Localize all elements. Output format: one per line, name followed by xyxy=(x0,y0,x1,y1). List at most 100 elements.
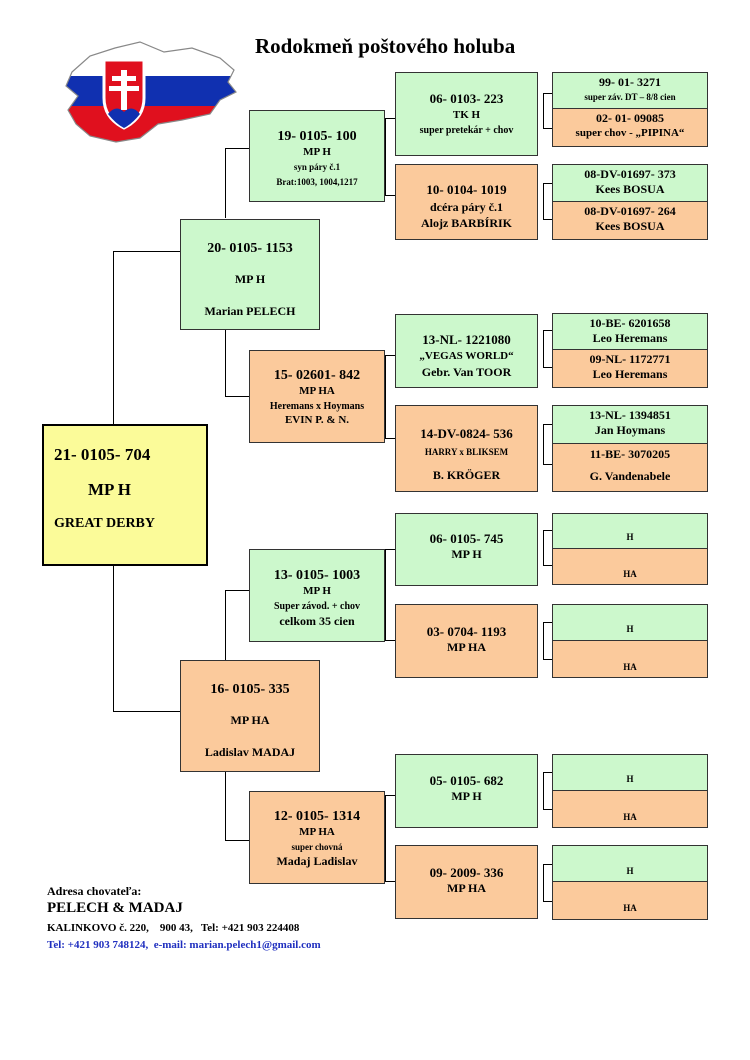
connector xyxy=(385,549,395,550)
connector xyxy=(385,640,395,641)
fmf-line2: Gebr. Van TOOR xyxy=(421,365,512,379)
subject-line1: MP H xyxy=(88,480,131,500)
connector xyxy=(543,330,552,331)
mmm-ring: 09- 2009- 336 xyxy=(429,865,504,880)
ffm-parents-pair: 08-DV-01697- 373 Kees BOSUA 08-DV-01697-… xyxy=(552,164,708,240)
connector xyxy=(543,183,544,219)
connector xyxy=(543,93,544,128)
mfm-dam-cell: HA xyxy=(553,640,707,677)
fmf-parents-pair: 10-BE- 6201658 Leo Heremans 09-NL- 11727… xyxy=(552,313,708,388)
connector xyxy=(543,424,544,464)
mmf-ring: 05- 0105- 682 xyxy=(429,773,504,788)
connector xyxy=(543,864,544,901)
connector xyxy=(385,795,386,881)
mf-line3: celkom 35 cien xyxy=(279,613,355,628)
mf-ring: 13- 0105- 1003 xyxy=(273,568,361,583)
connector xyxy=(543,530,552,531)
fff-ring: 06- 0103- 223 xyxy=(429,91,504,106)
fm-ring: 15- 02601- 842 xyxy=(273,368,361,383)
mother-line1: MP HA xyxy=(230,712,270,727)
mf-card: 13- 0105- 1003 MP H Super závod. + chov … xyxy=(249,549,385,642)
connector xyxy=(385,881,395,882)
mfm-card: 03- 0704- 1193 MP HA xyxy=(395,604,538,678)
fmm-card: 14-DV-0824- 536 HARRY x BLIKSEM B. KRÖGE… xyxy=(395,405,538,492)
connector xyxy=(225,590,226,660)
mfm-parents-pair: H HA xyxy=(552,604,708,678)
mfm-dam-label: HA xyxy=(623,662,637,672)
fmm-sire-note: Jan Hoymans xyxy=(594,423,666,437)
mother-card: 16- 0105- 335 MP HA Ladislav MADAJ xyxy=(180,660,320,772)
mm-line2: super chovná xyxy=(291,842,343,853)
fmf-dam-cell: 09-NL- 1172771 Leo Heremans xyxy=(553,349,707,387)
father-line2: Marian PELECH xyxy=(204,303,296,318)
connector xyxy=(543,128,552,129)
mff-parents-pair: H HA xyxy=(552,513,708,585)
fm-line1: MP HA xyxy=(299,384,335,397)
connector xyxy=(543,93,552,94)
connector xyxy=(543,219,552,220)
ff-line2: syn páry č.1 xyxy=(293,162,341,173)
mother-ring: 16- 0105- 335 xyxy=(210,682,290,697)
fmm-line1: HARRY x BLIKSEM xyxy=(424,447,509,458)
mfm-sire-cell: H xyxy=(553,605,707,642)
connector xyxy=(225,148,249,149)
mff-card: 06- 0105- 745 MP H xyxy=(395,513,538,586)
mmf-dam-cell: HA xyxy=(553,790,707,827)
slovakia-map-flag-icon xyxy=(65,41,237,143)
mmf-parents-pair: H HA xyxy=(552,754,708,828)
fff-sire-ring: 99- 01- 3271 xyxy=(599,75,661,89)
connector xyxy=(385,118,386,195)
contact-block: Adresa chovateľa: PELECH & MADAJ KALINKO… xyxy=(47,884,321,951)
mmm-sire-label: H xyxy=(626,866,634,876)
mmf-line1: MP H xyxy=(451,789,482,804)
mmf-dam-label: HA xyxy=(623,812,637,822)
connector xyxy=(113,251,180,252)
ffm-card: 10- 0104- 1019 dcéra páry č.1 Alojz BARB… xyxy=(395,164,538,240)
mf-line1: MP H xyxy=(303,584,331,597)
ff-line3: Brat:1003, 1004,1217 xyxy=(276,176,358,187)
connector xyxy=(543,530,544,565)
mfm-ring: 03- 0704- 1193 xyxy=(426,624,507,639)
mmm-line1: MP HA xyxy=(447,881,486,896)
connector xyxy=(385,438,395,439)
mf-line2: Super závod. + chov xyxy=(273,601,361,613)
fmf-line1: „VEGAS WORLD“ xyxy=(419,350,514,363)
ffm-dam-ring: 08-DV-01697- 264 xyxy=(584,204,676,218)
connector xyxy=(543,464,552,465)
mmf-sire-label: H xyxy=(626,774,634,784)
breeder-name: PELECH & MADAJ xyxy=(47,900,183,916)
fff-sire-note: super záv. DT – 8/8 cien xyxy=(584,92,676,102)
breeder-contact-link[interactable]: Tel: +421 903 748124, e-mail: marian.pel… xyxy=(47,939,321,951)
fmf-sire-note: Leo Heremans xyxy=(592,331,668,345)
connector xyxy=(225,840,249,841)
fmm-dam-cell: 11-BE- 3070205 G. Vandenabele xyxy=(553,443,707,491)
father-line1: MP H xyxy=(234,271,266,286)
ffm-sire-ring: 08-DV-01697- 373 xyxy=(584,167,676,181)
mm-line3: Madaj Ladislav xyxy=(276,853,358,868)
mff-dam-label: HA xyxy=(623,569,637,579)
fmf-card: 13-NL- 1221080 „VEGAS WORLD“ Gebr. Van T… xyxy=(395,314,538,388)
ff-line1: MP H xyxy=(303,145,331,158)
mff-line1: MP H xyxy=(451,547,482,562)
mmm-dam-label: HA xyxy=(623,903,637,913)
connector xyxy=(543,565,552,566)
connector xyxy=(543,659,552,660)
mm-line1: MP HA xyxy=(299,825,335,838)
fmf-dam-ring: 09-NL- 1172771 xyxy=(589,352,671,366)
fff-line1: TK H xyxy=(452,109,481,122)
ff-ring: 19- 0105- 100 xyxy=(277,129,357,144)
connector xyxy=(385,795,395,796)
fmm-line2: B. KRÖGER xyxy=(432,467,501,482)
fmf-dam-note: Leo Heremans xyxy=(592,367,668,381)
fmf-sire-cell: 10-BE- 6201658 Leo Heremans xyxy=(553,314,707,351)
connector xyxy=(543,901,552,902)
ffm-dam-cell: 08-DV-01697- 264 Kees BOSUA xyxy=(553,201,707,239)
father-ring: 20- 0105- 1153 xyxy=(207,241,293,256)
subject-line2: GREAT DERBY xyxy=(54,515,156,531)
mfm-sire-label: H xyxy=(626,624,634,634)
connector xyxy=(385,355,395,356)
fm-line2: Heremans x Hoymans xyxy=(269,401,365,413)
mff-dam-cell: HA xyxy=(553,548,707,584)
fmm-sire-ring: 13-NL- 1394851 xyxy=(589,408,671,422)
mfm-line1: MP HA xyxy=(447,640,486,655)
